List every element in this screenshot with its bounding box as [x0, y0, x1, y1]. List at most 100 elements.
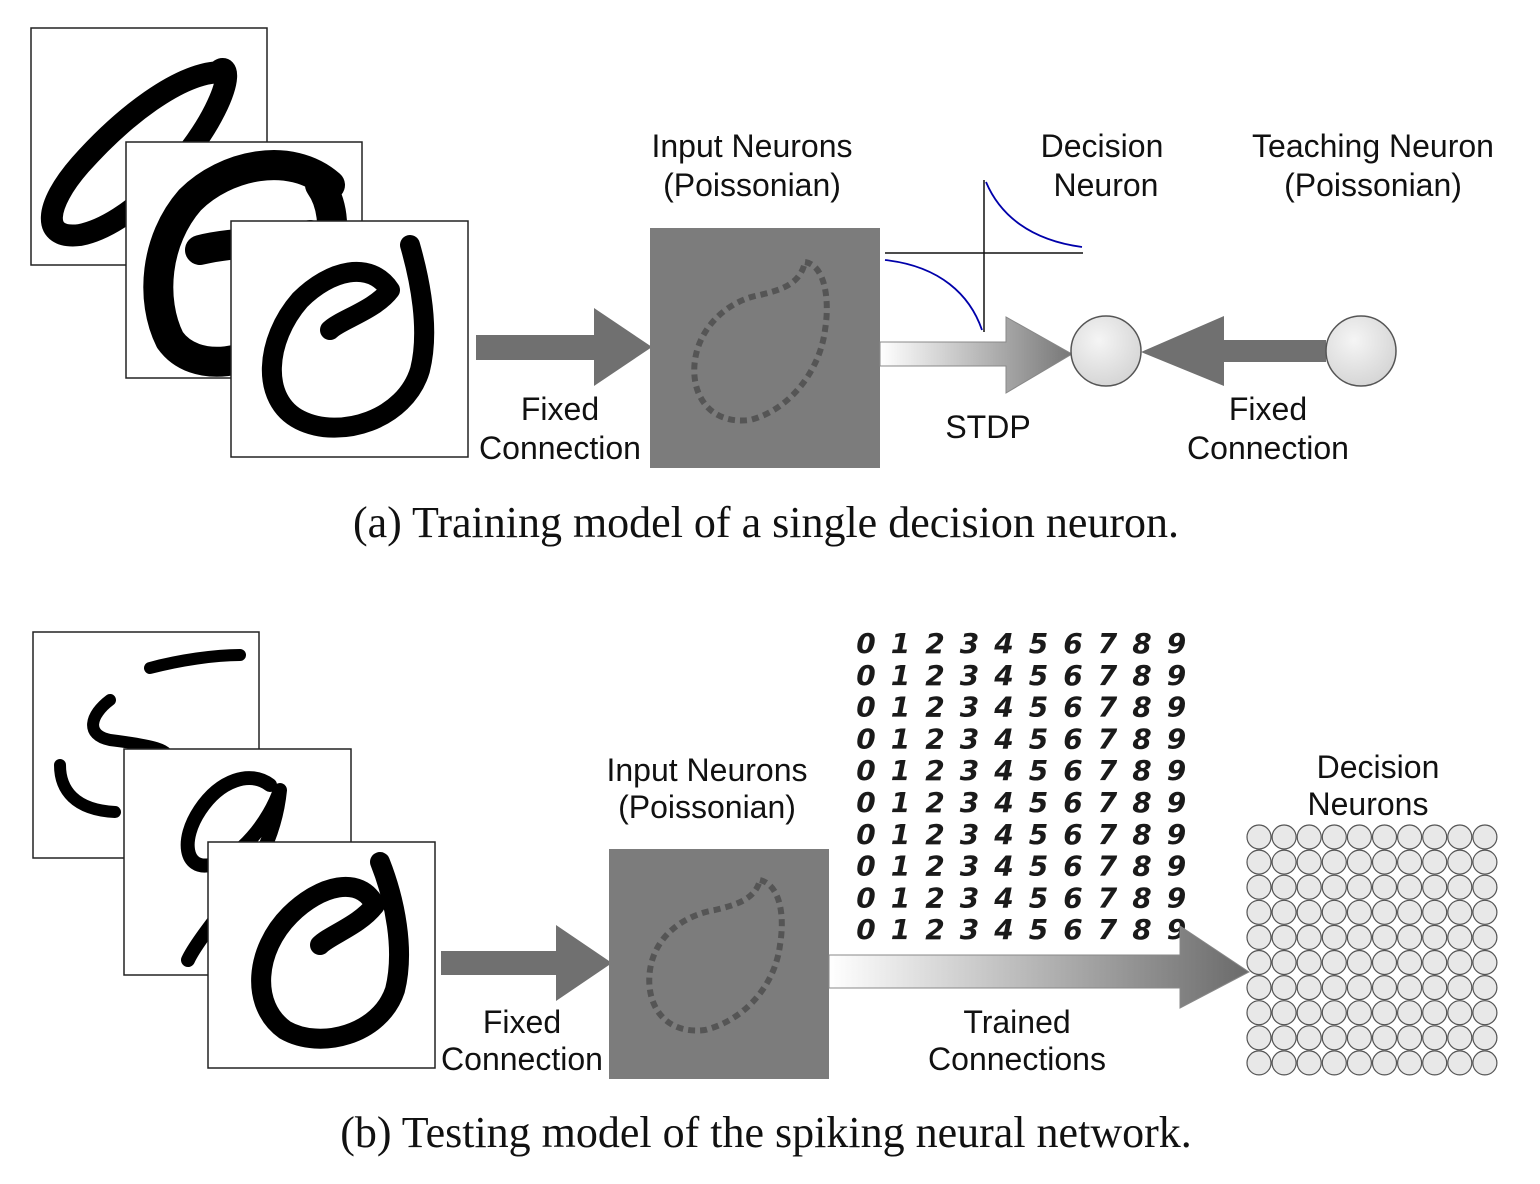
decision-neuron [1472, 1025, 1498, 1051]
grid-digit: 9 [1167, 786, 1186, 819]
grid-digit: 6 [1063, 691, 1082, 724]
grid-digit: 4 [993, 691, 1013, 724]
grid-digit: 8 [1132, 913, 1151, 946]
grid-digit: 1 [891, 627, 910, 660]
grid-digit: 5 [1029, 913, 1048, 946]
teaching-neuron-label: Teaching Neuron [1252, 128, 1494, 164]
decision-neuron [1246, 849, 1272, 875]
teaching-neuron [1325, 315, 1397, 387]
decision-neuron [1296, 1050, 1322, 1076]
decision-neuron [1321, 1050, 1347, 1076]
grid-digit: 8 [1132, 627, 1151, 660]
grid-digit: 9 [1167, 627, 1186, 660]
decision-neuron [1070, 315, 1142, 387]
decision-neuron [1246, 874, 1272, 900]
decision-neuron [1271, 899, 1297, 925]
grid-digit: 6 [1063, 754, 1082, 787]
grid-digit: 9 [1167, 754, 1186, 787]
decision-neuron [1447, 1025, 1473, 1051]
decision-neuron [1271, 1000, 1297, 1026]
decision-neuron [1346, 1025, 1373, 1051]
grid-digit: 1 [891, 691, 910, 724]
grid-digit: 0 [856, 627, 875, 660]
fixed-connection-label: Fixed [521, 391, 599, 427]
decision-neuron [1472, 874, 1498, 900]
grid-digit: 9 [1167, 881, 1186, 914]
decision-neuron [1321, 874, 1347, 900]
decision-neuron [1271, 1025, 1297, 1051]
decision-neuron [1447, 874, 1473, 900]
trained-connections-label: Connections [928, 1041, 1106, 1077]
decision-neuron [1396, 849, 1423, 875]
grid-digit: 5 [1029, 850, 1048, 883]
grid-digit: 0 [856, 691, 875, 724]
grid-digit: 0 [856, 913, 875, 946]
decision-neuron [1422, 824, 1448, 850]
decision-neuron [1346, 1050, 1373, 1076]
grid-digit: 3 [960, 913, 979, 946]
grid-digit: 7 [1098, 881, 1118, 914]
grid-digit: 7 [1098, 754, 1118, 787]
decision-neuron [1422, 1000, 1448, 1026]
decision-neuron [1396, 949, 1423, 976]
decision-neuron [1422, 1025, 1448, 1051]
decision-neuron [1246, 1000, 1272, 1026]
decision-neuron [1321, 974, 1347, 1001]
teaching-connection-arrow [1141, 316, 1326, 386]
decision-neuron [1447, 849, 1473, 875]
input-digit-image [207, 841, 436, 1069]
decision-neuron [1246, 949, 1272, 976]
grid-digit: 0 [856, 786, 875, 819]
grid-digit: 8 [1132, 850, 1151, 883]
grid-digit: 3 [960, 850, 979, 883]
fixed-connection-label: Connection [1187, 430, 1349, 466]
fixed-connection-arrow [476, 308, 652, 386]
trained-connections-label: Trained [963, 1004, 1070, 1040]
grid-digit: 7 [1098, 691, 1118, 724]
fixed-connection-label: Fixed [1229, 391, 1307, 427]
fixed-connection-label: Connection [441, 1041, 603, 1077]
grid-digit: 7 [1098, 786, 1118, 819]
grid-digit: 2 [925, 627, 944, 660]
decision-neuron [1321, 1000, 1347, 1026]
decision-neuron [1371, 824, 1398, 850]
grid-digit: 5 [1029, 881, 1048, 914]
grid-digit: 7 [1098, 659, 1118, 692]
grid-digit: 3 [960, 627, 979, 660]
grid-digit: 8 [1132, 659, 1151, 692]
grid-digit: 9 [1167, 722, 1186, 755]
decision-neuron [1371, 924, 1398, 951]
input-neurons-label: Input Neurons [651, 128, 852, 164]
decision-neuron [1371, 874, 1398, 900]
decision-neuron [1422, 899, 1448, 925]
input-neurons-label: (Poissonian) [663, 167, 841, 203]
grid-digit: 8 [1132, 818, 1151, 851]
grid-digit: 2 [925, 913, 944, 946]
decision-neuron [1346, 899, 1373, 925]
decision-neuron [1396, 874, 1423, 900]
decision-neuron [1271, 974, 1297, 1001]
decision-neuron [1296, 974, 1322, 1001]
stdp-window-plot [884, 180, 1083, 332]
grid-digit: 8 [1132, 754, 1151, 787]
grid-digit: 5 [1029, 659, 1048, 692]
decision-neuron [1447, 1050, 1473, 1076]
decision-neuron [1296, 949, 1322, 976]
decision-neuron [1346, 824, 1373, 850]
decision-neuron [1396, 924, 1423, 951]
decision-neuron [1447, 924, 1473, 951]
grid-digit: 3 [960, 722, 979, 755]
decision-neuron [1472, 924, 1498, 951]
grid-digit: 4 [993, 913, 1013, 946]
decision-neuron [1447, 1000, 1473, 1026]
decision-neuron [1346, 849, 1373, 875]
decision-neuron [1371, 899, 1398, 925]
grid-digit: 3 [960, 818, 979, 851]
decision-neuron [1422, 849, 1448, 875]
decision-neuron [1472, 1000, 1498, 1026]
decision-neuron [1396, 899, 1423, 925]
decision-neuron [1396, 1050, 1423, 1076]
decision-neuron [1396, 974, 1423, 1001]
decision-neuron [1271, 949, 1297, 976]
